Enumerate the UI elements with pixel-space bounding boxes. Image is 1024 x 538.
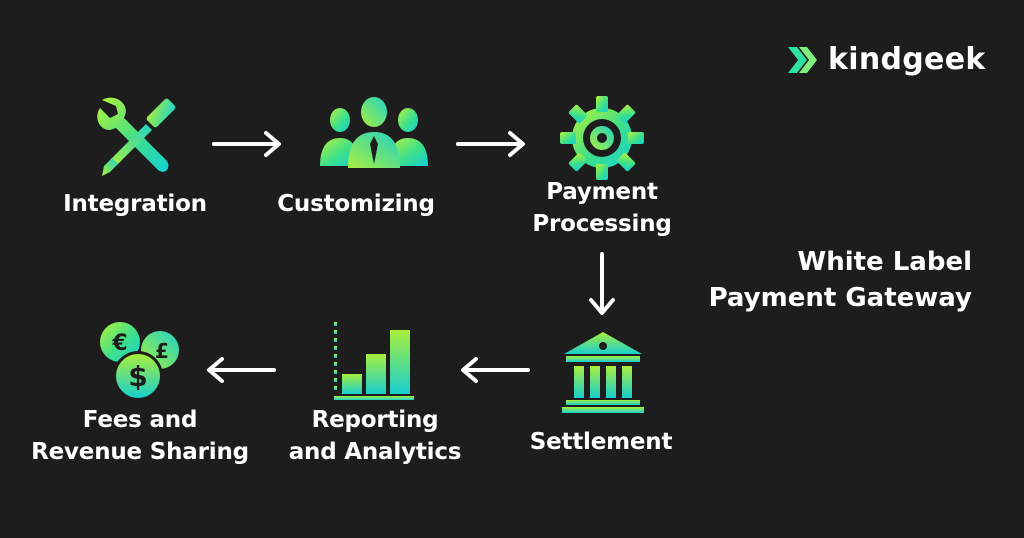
pound-symbol: £ <box>155 339 169 363</box>
coins-icon: € £ $ <box>100 322 179 401</box>
wrench-screwdriver-icon <box>97 97 176 176</box>
dollar-symbol: $ <box>128 360 147 393</box>
step-label-customizing: Customizing <box>277 191 435 217</box>
arrow-left-2 <box>207 357 276 383</box>
step-label-settlement: Settlement <box>529 429 673 455</box>
step-label-reporting: Reporting and Analytics <box>288 407 462 465</box>
step-label-payment-processing: Payment Processing <box>532 179 672 237</box>
bank-icon <box>562 332 644 413</box>
arrow-down <box>589 252 615 315</box>
users-group-icon <box>320 97 428 168</box>
step-label-fees: Fees and Revenue Sharing <box>31 407 249 465</box>
step-settlement <box>562 332 644 414</box>
gear-icon <box>560 96 644 180</box>
step-integration <box>96 96 182 180</box>
logo-mark-icon <box>788 46 817 73</box>
arrow-right-2 <box>456 131 525 157</box>
brand-logo: kindgeek <box>788 42 986 77</box>
arrow-left-1 <box>461 357 530 383</box>
step-customizing <box>318 96 430 168</box>
bar-chart-icon <box>334 322 414 400</box>
brand-name: kindgeek <box>828 42 986 77</box>
arrow-right-1 <box>212 131 281 157</box>
step-label-integration: Integration <box>63 191 207 217</box>
euro-symbol: € <box>111 331 127 356</box>
title-line-1: White Label <box>797 247 972 277</box>
title-line-2: Payment Gateway <box>708 283 972 313</box>
diagram-title: White Label Payment Gateway <box>709 244 972 316</box>
step-reporting <box>334 322 414 402</box>
step-fees: € £ $ <box>98 322 182 402</box>
step-payment-processing <box>560 96 644 180</box>
